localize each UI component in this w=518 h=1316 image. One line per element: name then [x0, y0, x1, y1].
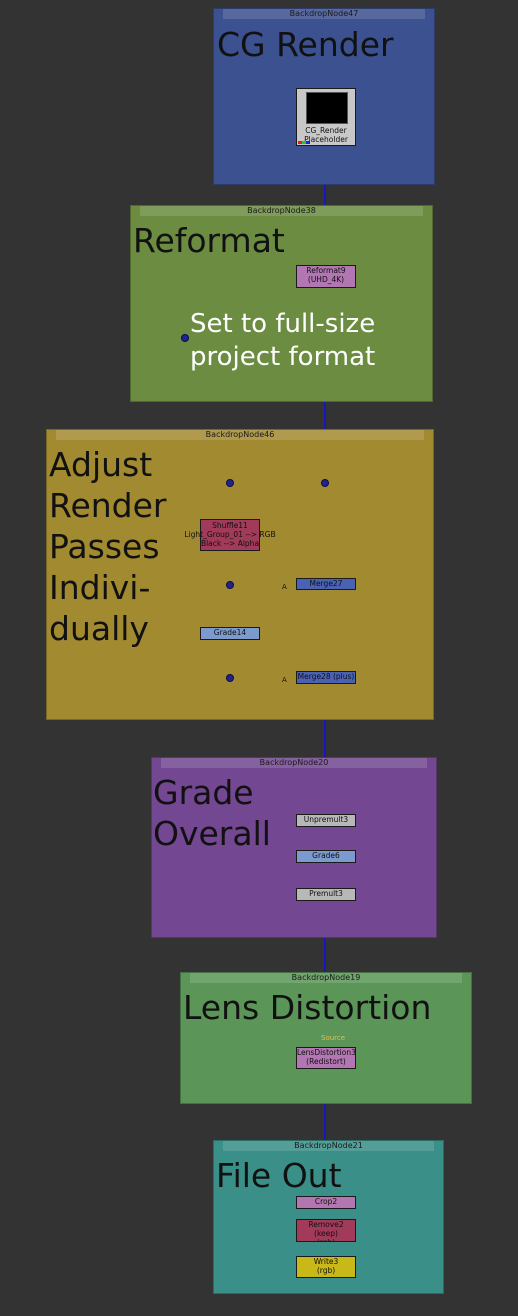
backdrop-title: CG Render — [217, 25, 394, 64]
backdrop-label: BackdropNode38 — [140, 206, 423, 216]
dot-node[interactable] — [181, 334, 189, 342]
backdrop-grade-overall[interactable]: BackdropNode20 Grade Overall — [151, 757, 437, 938]
node-label: CG_Render Placeholder — [304, 126, 348, 144]
merge27-a-input-label: A — [282, 583, 287, 591]
backdrop-cg-render[interactable]: BackdropNode47 CG Render — [213, 8, 435, 185]
backdrop-title: Reformat — [133, 221, 285, 260]
premult3-node[interactable]: Premult3 — [296, 888, 356, 901]
backdrop-adjust-render-passes[interactable]: BackdropNode46 Adjust Render Passes Indi… — [46, 429, 434, 720]
node-thumbnail — [306, 92, 348, 124]
reformat9-node[interactable]: Reformat9 (UHD_4K) — [296, 265, 356, 288]
write3-node[interactable]: Write3 (rgb) — [296, 1256, 356, 1278]
merge28-node[interactable]: Merge28 (plus) — [296, 671, 356, 684]
backdrop-label: BackdropNode46 — [56, 430, 424, 440]
backdrop-title: Adjust Render Passes Indivi- dually — [49, 445, 167, 648]
dot-node[interactable] — [226, 674, 234, 682]
lensdistortion3-node[interactable]: LensDistortion3 (Redistort) — [296, 1047, 356, 1069]
shuffle11-node[interactable] — [200, 519, 260, 551]
reformat-note: Set to full-size project format — [190, 309, 376, 372]
cg-render-placeholder-node[interactable]: CG_Render Placeholder — [296, 88, 356, 146]
backdrop-title: File Out — [216, 1156, 342, 1195]
crop2-node[interactable]: Crop2 — [296, 1196, 356, 1209]
backdrop-label: BackdropNode21 — [223, 1141, 434, 1151]
backdrop-label: BackdropNode19 — [190, 973, 462, 983]
backdrop-title: Grade Overall — [153, 773, 271, 853]
grade14-node[interactable]: Grade14 — [200, 627, 260, 640]
backdrop-title: Lens Distortion — [183, 988, 432, 1027]
remove2-node[interactable]: Remove2 (keep) (rgb) — [296, 1219, 356, 1242]
backdrop-label: BackdropNode47 — [223, 9, 425, 19]
backdrop-lens-distortion[interactable]: BackdropNode19 Lens Distortion — [180, 972, 472, 1104]
channel-indicator — [298, 141, 310, 144]
dot-node[interactable] — [226, 479, 234, 487]
grade6-node[interactable]: Grade6 — [296, 850, 356, 863]
merge28-a-input-label: A — [282, 676, 287, 684]
merge27-node[interactable]: Merge27 (from) — [296, 578, 356, 590]
shuffle11-label: Shuffle11 Light_Group_01 --> RGB Black -… — [184, 521, 276, 548]
dot-node[interactable] — [226, 581, 234, 589]
backdrop-label: BackdropNode20 — [161, 758, 427, 768]
dot-node[interactable] — [321, 479, 329, 487]
unpremult3-node[interactable]: Unpremult3 — [296, 814, 356, 827]
backdrop-reformat[interactable]: BackdropNode38 Reformat Set to full-size… — [130, 205, 433, 402]
lens-source-label: Source — [321, 1034, 346, 1042]
